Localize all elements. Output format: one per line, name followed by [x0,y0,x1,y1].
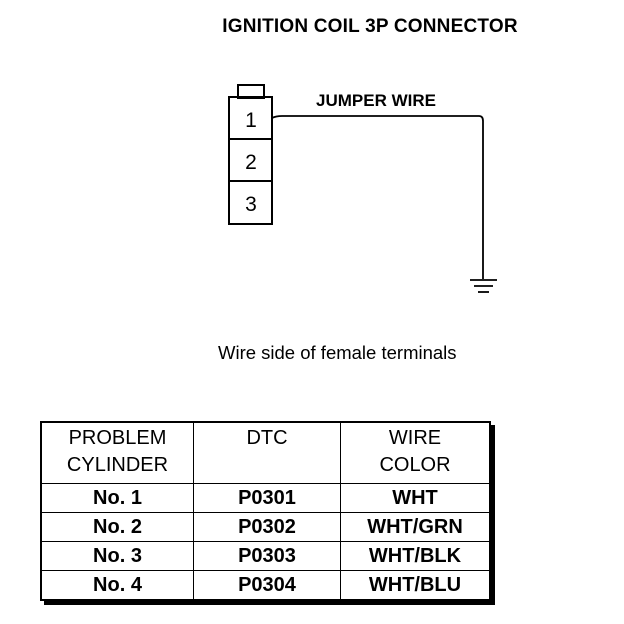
cell-wire-color: WHT/BLU [340,570,491,601]
diagram-title: IGNITION COIL 3P CONNECTOR [222,16,518,37]
cell-cylinder: No. 1 [40,483,194,513]
connector-diagram: 1 2 3 JUMPER WIRE [228,84,497,293]
connector-caption: Wire side of female terminals [218,342,457,363]
header-dtc: DTC [193,421,341,484]
cell-cylinder: No. 3 [40,541,194,571]
cell-dtc: P0303 [193,541,341,571]
pin-label-2: 2 [245,151,257,174]
table-row: No. 4 P0304 WHT/BLU [40,570,491,601]
connector-cell-3 [228,180,273,225]
cell-dtc: P0304 [193,570,341,601]
jumper-wire-label: JUMPER WIRE [316,91,436,110]
pin-label-1: 1 [245,109,257,132]
table-row: No. 2 P0302 WHT/GRN [40,512,491,542]
cell-cylinder: No. 2 [40,512,194,542]
cell-wire-color: WHT [340,483,491,513]
cell-dtc: P0302 [193,512,341,542]
header-problem-cylinder: PROBLEM CYLINDER [40,421,194,484]
cell-cylinder: No. 4 [40,570,194,601]
pin-label-3: 3 [245,193,257,216]
table-header-row: PROBLEM CYLINDER DTC WIRE COLOR [40,421,491,484]
cell-wire-color: WHT/GRN [340,512,491,542]
cell-wire-color: WHT/BLK [340,541,491,571]
table-row: No. 1 P0301 WHT [40,483,491,513]
jumper-wire [271,115,484,279]
dtc-table: PROBLEM CYLINDER DTC WIRE COLOR No. 1 P0… [40,421,491,601]
header-wire-color: WIRE COLOR [340,421,491,484]
table-row: No. 3 P0303 WHT/BLK [40,541,491,571]
cell-dtc: P0301 [193,483,341,513]
ground-icon [470,279,497,293]
